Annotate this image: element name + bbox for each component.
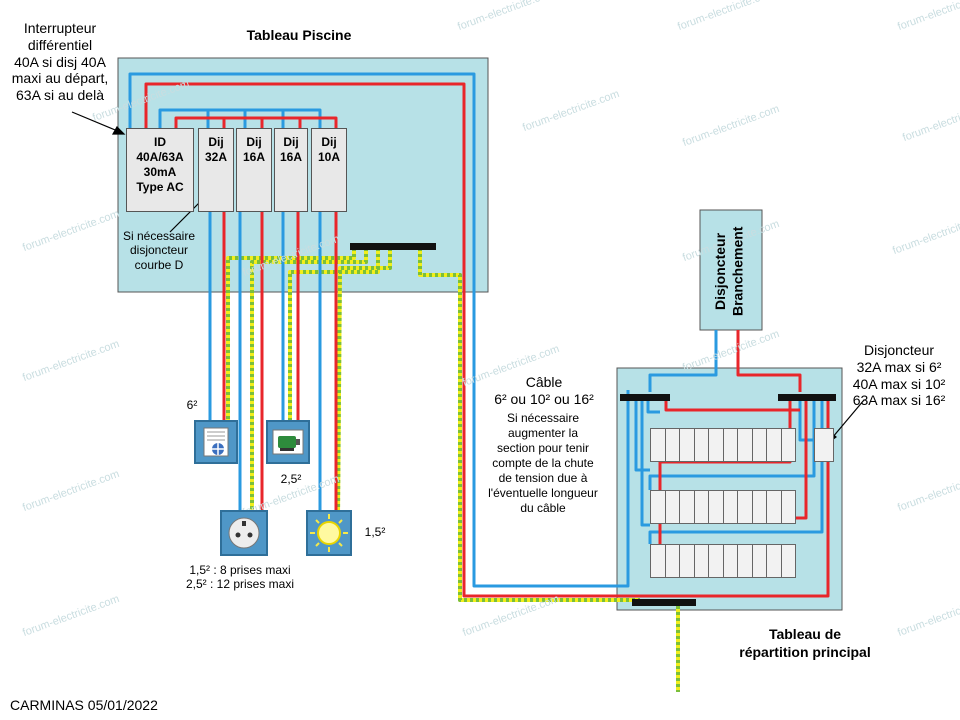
- breaker-line: 32A: [204, 150, 227, 164]
- pump-motor-icon: [266, 420, 310, 464]
- pool-panel-title: Tableau Piscine: [246, 27, 352, 43]
- cable-title: Câble 6² ou 10² ou 16²: [484, 374, 604, 408]
- breaker-line: 16A: [242, 150, 265, 164]
- note-line: Si nécessaire: [122, 229, 196, 243]
- pump-icon-graphic: [272, 429, 304, 455]
- note-line: 2,5² : 12 prises maxi: [185, 577, 295, 592]
- note-line: l'éventuelle longueur: [488, 486, 598, 500]
- breaker-line: Dij: [246, 135, 262, 149]
- pool-feed-breaker: [814, 428, 834, 462]
- breaker-row-1: [650, 428, 796, 462]
- breaker-16a-1: Dij 16A: [236, 128, 272, 212]
- note-line: 63A si au delà: [16, 87, 104, 104]
- light-icon-graphic: [310, 514, 348, 552]
- branchement-line: Branchement: [729, 226, 746, 316]
- note-line: de tension due à: [498, 471, 588, 485]
- note-line: section pour tenir: [496, 441, 590, 455]
- note-line: disjoncteur: [129, 243, 189, 258]
- breaker-line: Dij: [283, 135, 299, 149]
- breaker-32a: Dij 32A: [198, 128, 234, 212]
- heater-icon: [194, 420, 238, 464]
- busbars: [350, 243, 836, 606]
- earth-wires: [226, 248, 680, 692]
- note-line: compte de la chute: [492, 456, 594, 470]
- socket-icon: [220, 510, 268, 556]
- residual-current-switch: ID 40A/63A 30mA Type AC: [126, 128, 194, 212]
- main-panel-title: Tableau de répartition principal: [720, 625, 890, 661]
- cable-note: Si nécessaire augmenter la section pour …: [478, 411, 608, 516]
- breaker-line: Dij: [208, 135, 224, 149]
- breaker-16a-2: Dij 16A: [274, 128, 308, 212]
- note-line: du câble: [520, 501, 566, 515]
- breaker-line: 40A/63A: [136, 150, 184, 164]
- main-phase-busbar: [778, 394, 836, 401]
- note-line: 6² ou 10² ou 16²: [494, 390, 594, 407]
- section-15-label: 1,5²: [364, 525, 386, 539]
- note-line: maxi au départ,: [11, 70, 109, 87]
- light-bulb-icon: [306, 510, 352, 556]
- sockets-note: 1,5² : 8 prises maxi 2,5² : 12 prises ma…: [160, 563, 320, 592]
- branchement-box: [699, 209, 763, 331]
- section-6-label: 6²: [186, 398, 198, 412]
- branchement-line: Disjoncteur: [712, 232, 728, 310]
- note-line: Si nécessaire: [506, 411, 580, 425]
- title-line: répartition principal: [739, 644, 871, 661]
- socket-icon-graphic: [228, 517, 260, 549]
- breaker-line: 10A: [317, 150, 340, 164]
- main-neutral-busbar: [620, 394, 670, 401]
- note-line: Interrupteur: [23, 20, 97, 36]
- author-stamp: CARMINAS 05/01/2022: [10, 697, 158, 713]
- note-line: différentiel: [27, 36, 93, 53]
- breaker-line: Type AC: [136, 180, 184, 194]
- heater-icon-graphic: [203, 427, 229, 457]
- breaker-row-3: [650, 544, 796, 578]
- phase-wires: [144, 82, 830, 598]
- section-25-label: 2,5²: [280, 472, 302, 486]
- breaker-row-2: [650, 490, 796, 524]
- note-line: Câble: [525, 374, 563, 390]
- breaker-10a: Dij 10A: [311, 128, 347, 212]
- neutral-wires: [128, 72, 824, 588]
- title-line: Tableau de: [768, 626, 842, 642]
- id-note: Interrupteur différentiel 40A si disj 40…: [2, 20, 118, 104]
- note-line: 63A max si 16²: [852, 392, 946, 409]
- note-line: 40A si disj 40A: [14, 53, 106, 70]
- note-line: augmenter la: [507, 426, 579, 440]
- curve-d-note: Si nécessaire disjoncteur courbe D: [112, 229, 206, 272]
- breaker-line: ID: [154, 135, 166, 149]
- note-line: 32A max si 6²: [856, 358, 942, 375]
- note-line: 1,5² : 8 prises maxi: [189, 563, 291, 577]
- breaker-line: 30mA: [143, 165, 177, 179]
- pool-earth-busbar: [350, 243, 436, 250]
- breaker-line: 16A: [279, 150, 302, 164]
- breaker-line: Dij: [321, 135, 337, 149]
- note-line: 40A max si 10²: [852, 375, 946, 392]
- note-line: Disjoncteur: [863, 342, 935, 358]
- main-earth-busbar: [632, 599, 696, 606]
- note-line: courbe D: [134, 257, 184, 272]
- breaker-note: Disjoncteur 32A max si 6² 40A max si 10²…: [840, 342, 958, 409]
- branchement-label: Disjoncteur Branchement: [712, 216, 752, 326]
